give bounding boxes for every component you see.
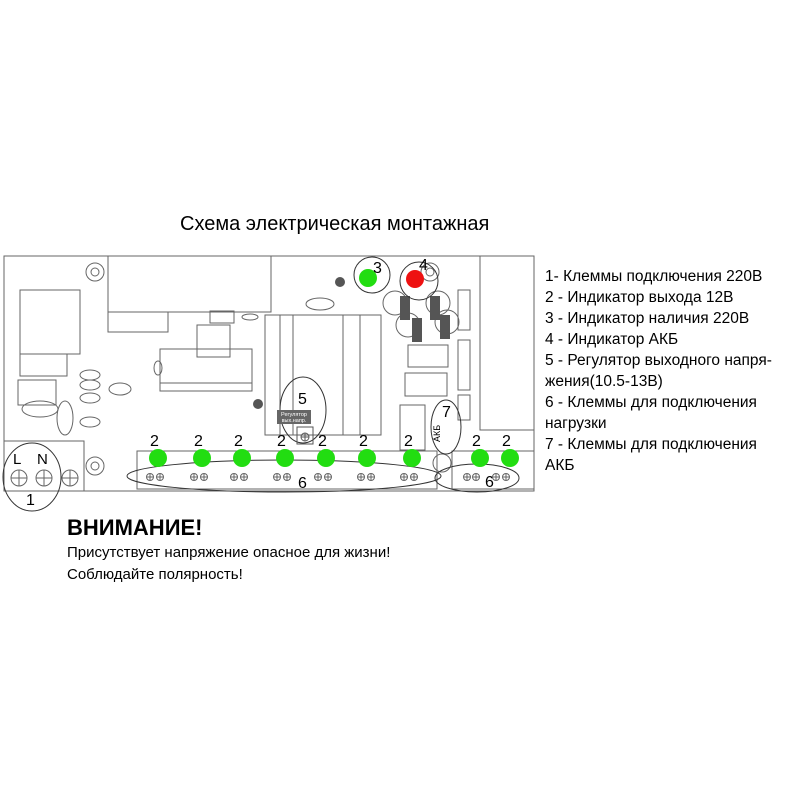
callout-6-number: 6 (485, 474, 494, 491)
callout-4-number: 4 (419, 257, 428, 274)
output-12v-led (358, 449, 376, 467)
regulator-label-1: Регулятор (281, 412, 307, 418)
terminal-l-label: L (13, 451, 21, 468)
diagram-title: Схема электрическая монтажная (180, 213, 490, 235)
output-12v-led (276, 449, 294, 467)
terminal-screw-icon[interactable] (146, 473, 154, 481)
output-12v-led (403, 449, 421, 467)
indicator-220v-led (359, 269, 377, 287)
terminal-screw-icon[interactable] (324, 473, 332, 481)
warning-line-1: Присутствует напряжение опасное для жизн… (67, 544, 391, 561)
callout-1-number: 1 (26, 492, 35, 509)
indicator-number: 2 (472, 433, 481, 450)
terminal-screw-icon[interactable] (357, 473, 365, 481)
battery-label: АКБ (432, 425, 442, 442)
regulator-screw-icon[interactable] (296, 426, 314, 445)
regulator-label-box (277, 410, 311, 424)
inductor (19, 289, 81, 355)
output-12v-led (317, 449, 335, 467)
legend-item-2: 2 - Индикатор выхода 12В (545, 289, 734, 306)
legend-item-1: 1- Клеммы подключения 220В (545, 268, 763, 285)
terminal-screw-icon[interactable] (35, 469, 53, 487)
indicator-number: 2 (234, 433, 243, 450)
indicator-number: 2 (194, 433, 203, 450)
output-12v-led (193, 449, 211, 467)
transformer-block (107, 255, 272, 313)
warning-line-2: Соблюдайте полярность! (67, 566, 243, 583)
terminal-screw-icon[interactable] (367, 473, 375, 481)
output-12v-led (233, 449, 251, 467)
terminal-screw-icon[interactable] (283, 473, 291, 481)
legend: 1- Клеммы подключения 220В 2 - Индикатор… (545, 266, 772, 476)
callout-1-circle (2, 442, 62, 512)
terminal-screw-icon[interactable] (472, 473, 480, 481)
indicator-number: 2 (277, 433, 286, 450)
terminal-screw-icon[interactable] (240, 473, 248, 481)
right-module (479, 255, 535, 431)
callout-4-circle (399, 261, 439, 301)
callout-3-circle (353, 256, 391, 294)
hatched-strip (159, 382, 253, 392)
indicator-number: 2 (502, 433, 511, 450)
terminal-screw-icon[interactable] (400, 473, 408, 481)
battery-terminal-block (451, 450, 535, 490)
legend-item-6: 6 - Клеммы для подключения (545, 394, 757, 411)
legend-item-4: 4 - Индикатор АКБ (545, 331, 679, 348)
output-12v-led (471, 449, 489, 467)
warning-title: ВНИМАНИЕ! (67, 515, 203, 540)
terminal-screw-icon[interactable] (410, 473, 418, 481)
terminal-screw-icon[interactable] (10, 469, 28, 487)
callout-6-number: 6 (298, 475, 307, 492)
legend-item-7-cont: АКБ (545, 457, 575, 474)
terminal-screw-icon[interactable] (492, 473, 500, 481)
legend-item-6-cont: нагрузки (545, 415, 607, 432)
terminal-screw-icon[interactable] (230, 473, 238, 481)
terminal-screw-icon[interactable] (502, 473, 510, 481)
callout-7-circle (430, 399, 462, 455)
callout-7-number: 7 (442, 404, 451, 421)
battery-indicator-led (406, 270, 424, 288)
heatsink (264, 314, 382, 436)
legend-item-3: 3 - Индикатор наличия 220В (545, 310, 750, 327)
terminal-screw-icon[interactable] (190, 473, 198, 481)
output-12v-led (501, 449, 519, 467)
legend-item-7: 7 - Клеммы для подключения (545, 436, 757, 453)
indicator-number: 2 (318, 433, 327, 450)
regulator-label-2: вых.напр. (282, 418, 307, 424)
terminal-screw-icon[interactable] (156, 473, 164, 481)
terminal-screw-icon[interactable] (463, 473, 471, 481)
output-12v-led (149, 449, 167, 467)
terminal-screw-icon[interactable] (314, 473, 322, 481)
callout-5-number: 5 (298, 391, 307, 408)
terminal-screw-icon[interactable] (61, 469, 79, 487)
terminal-screw-icon[interactable] (273, 473, 281, 481)
indicator-number: 2 (359, 433, 368, 450)
indicator-number: 2 (150, 433, 159, 450)
legend-item-5-cont: жения(10.5-13В) (545, 373, 663, 390)
legend-item-5: 5 - Регулятор выходного напря- (545, 352, 772, 369)
terminal-n-label: N (37, 451, 48, 468)
callout-3-number: 3 (373, 260, 382, 277)
terminal-screw-icon[interactable] (200, 473, 208, 481)
indicator-number: 2 (404, 433, 413, 450)
